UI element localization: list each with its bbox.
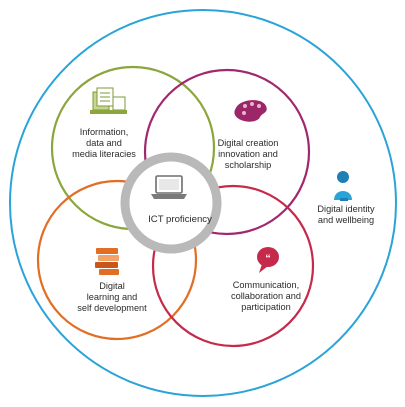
person-icon <box>334 171 352 201</box>
label-line: Information, <box>80 127 129 137</box>
label-line: Communication, <box>233 280 299 290</box>
laptop-icon <box>151 175 187 199</box>
books-icon <box>95 248 119 275</box>
label-line: media literacies <box>72 149 136 159</box>
label-line: data and <box>86 138 122 148</box>
creation-circle <box>143 68 311 236</box>
outer-circle <box>9 9 397 397</box>
documents-icon <box>90 87 127 114</box>
label-line: Digital <box>99 281 125 291</box>
label-line: Digital identity <box>317 204 375 214</box>
palette-icon <box>234 100 267 122</box>
label-line: collaboration and <box>231 291 301 301</box>
communication-circle <box>151 184 315 348</box>
center-ring <box>120 152 222 254</box>
label-line: and wellbeing <box>318 215 374 225</box>
learning-circle <box>36 179 198 341</box>
label-line: participation <box>241 302 291 312</box>
svg-text:“: “ <box>265 253 271 265</box>
label-line: learning and <box>87 292 138 302</box>
label-line: self development <box>77 303 147 313</box>
label-line: ICT proficiency <box>148 214 212 225</box>
label-line: scholarship <box>225 160 271 170</box>
speech-bubble-icon: “ <box>257 247 279 273</box>
label-line: innovation and <box>218 149 278 159</box>
label-line: Digital creation <box>218 138 279 148</box>
center-label: ICT proficiency <box>148 214 212 225</box>
